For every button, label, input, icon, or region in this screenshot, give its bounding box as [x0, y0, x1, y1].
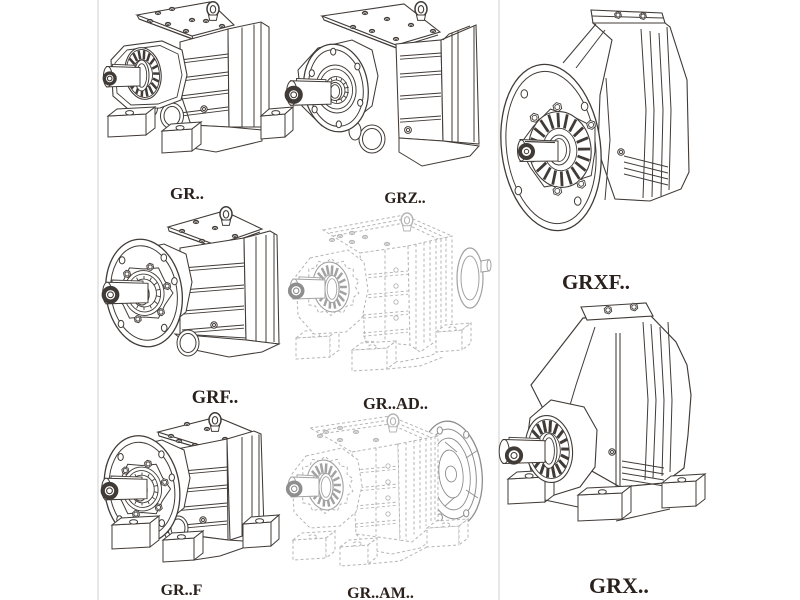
svg-text:GRX..: GRX..: [589, 573, 649, 598]
svg-text:GR..AM..: GR..AM..: [347, 585, 414, 600]
svg-text:GRXF..: GRXF..: [562, 270, 630, 294]
svg-text:GR..F: GR..F: [161, 582, 203, 599]
svg-text:GR..AD..: GR..AD..: [363, 394, 428, 413]
svg-text:GRZ..: GRZ..: [384, 190, 425, 207]
svg-text:GRF..: GRF..: [192, 388, 239, 408]
svg-text:GR..: GR..: [170, 184, 204, 203]
